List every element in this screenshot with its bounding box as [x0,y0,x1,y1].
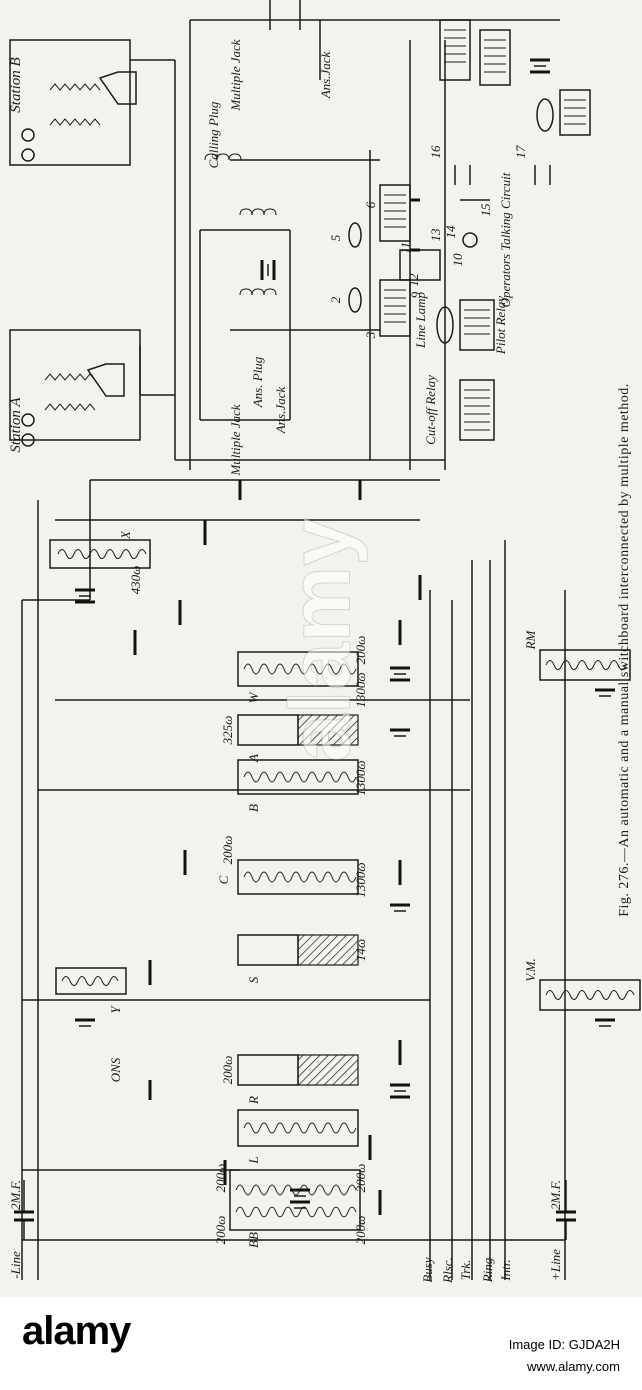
label-ohm-200-a: 200ω [213,1216,228,1245]
label-busy: Busy [420,1257,435,1283]
label-trk: Trk. [458,1260,473,1281]
circuit-schematic: Fig. 276.—An automatic and a manual swit… [8,0,641,1284]
label-ohm-1300-b: 1300ω [353,760,368,795]
relay-contacts [133,480,422,1215]
label-line-pos: +Line [548,1249,563,1281]
footer-brand-logo[interactable]: alamy [22,1309,131,1353]
label-ohm-200-c2: 200ω [220,836,235,865]
capacitor-2mf-bottom [556,1180,576,1240]
label-ons: ONS [108,1057,123,1082]
label-ans-jack-b: Ans.Jack [318,51,333,99]
label-ohm-200-w: 200ω [353,636,368,665]
label-line-neg: -Line [8,1251,23,1279]
label-n14: 14 [443,225,458,239]
label-line-lamp: Line Lamp [413,292,428,349]
label-relay-bb: BB [246,1232,261,1248]
capacitor-2mf-top [14,1180,34,1240]
label-ohm-1300-c: 1300ω [353,862,368,897]
label-intr: Intr. [498,1259,513,1281]
diagram-labels: Station A Station B Multiple Jack Ans. P… [8,39,563,1284]
label-relay-w: W [246,691,261,703]
label-relay-x: X [118,530,133,540]
label-n17: 17 [513,145,528,159]
relay-bb [229,1169,361,1231]
label-ohm-14: 14ω [353,939,368,961]
relay-r [237,1054,359,1086]
footer-url[interactable]: www.alamy.com [527,1359,620,1374]
relay-b [237,759,359,795]
label-n6: 6 [363,201,378,208]
label-n2: 2 [328,296,343,303]
label-n5: 5 [328,234,343,241]
label-n10: 10 [450,253,465,267]
label-calling-plug: Calling Plug [206,101,221,168]
label-ohm-325: 325ω [220,716,235,746]
label-ans-jack-a: Ans.Jack [273,386,288,434]
relay-s [237,934,359,966]
label-relay-vm: V.M. [523,958,538,982]
label-2mf-top: 2M.F. [8,1180,23,1210]
relay-x [49,539,151,569]
label-relay-l: L [246,1156,261,1164]
label-relay-rm: RM [523,629,538,650]
station-b-set [9,39,175,166]
relay-w [237,651,359,687]
relay-c [237,859,359,895]
label-relay-r: R [246,1096,261,1105]
label-ring: Ring [480,1257,495,1283]
label-ans-plug: Ans. Plug [250,356,265,408]
label-ohm-1300-w: 1300ω [353,672,368,707]
relay-vm [539,979,641,1011]
label-ohm-200-d: 200ω [353,1164,368,1193]
label-n15: 15 [478,203,493,217]
label-station-a: Station A [8,397,24,453]
label-n9: 9 [408,291,423,298]
footer-image-id: Image ID: GJDA2H [508,1337,620,1352]
label-n11: 11 [398,242,413,254]
label-n16: 16 [428,145,443,159]
label-ohm-200-r: 200ω [220,1056,235,1085]
relay-l [237,1109,359,1147]
label-ohm-430: 430ω [128,566,143,595]
station-a-set [9,329,175,447]
label-n3: 3 [363,331,378,339]
label-relay-c: C [216,875,231,884]
diagram-sheet: Fig. 276.—An automatic and a manual swit… [0,0,642,1297]
label-pilot-relay: Pilot Relay [493,296,508,355]
label-2mf-bottom: 2M.F. [548,1180,563,1210]
batteries-automatic [75,588,615,1209]
label-relay-s: S [246,976,261,983]
label-n12: 12 [406,273,421,287]
stock-footer: alamy Image ID: GJDA2H www.alamy.com [0,1297,642,1390]
label-relay-a: A [246,754,261,763]
relay-a [237,714,359,746]
bus-rails [21,479,566,1280]
relay-y [55,967,127,995]
label-multiple-jack-b: Multiple Jack [228,39,243,111]
label-operators-talking: Operators Talking Circuit [498,172,513,307]
relay-rm [539,649,631,681]
label-rlsc: Rlsc. [440,1257,455,1284]
label-cutoff-relay: Cut-off Relay [423,375,438,445]
label-n13: 13 [428,228,443,242]
label-ohm-200-c: 200ω [353,1216,368,1245]
label-multiple-jack-a: Multiple Jack [228,404,243,476]
label-relay-b: B [246,804,261,812]
label-station-b: Station B [8,57,24,112]
label-ohm-200-b: 200ω [213,1164,228,1193]
label-relay-y: Y [108,1005,123,1014]
manual-board-wiring [174,0,591,470]
